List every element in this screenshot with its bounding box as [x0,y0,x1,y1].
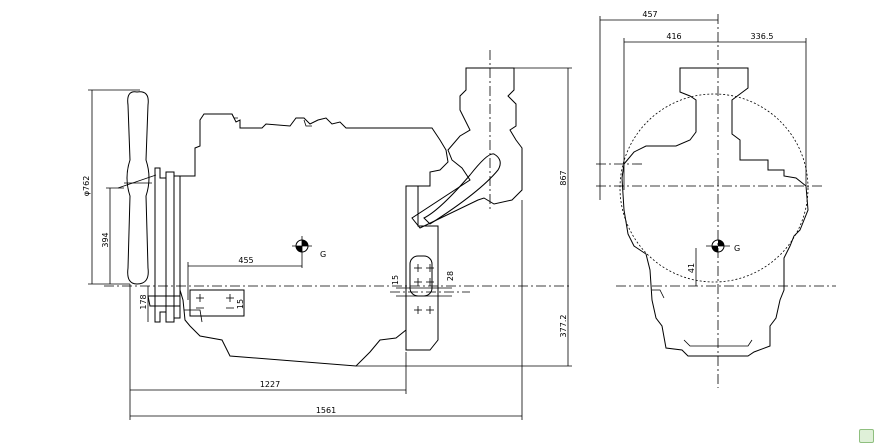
dim-rear-length-label: 1227 [260,380,280,389]
dim-right-width [718,38,807,186]
dim-28-label: 28 [446,271,455,281]
dim-lower-height-label: 377.2 [559,315,568,338]
dim-total-length-label: 1561 [316,406,336,415]
dim-cg-offset [187,262,302,300]
front-pulley [147,167,181,323]
dim-fan-diameter [88,89,140,285]
cg-marker-side [292,236,312,268]
fan-sweep-circle [619,93,809,283]
cg-marker-front [706,239,730,253]
cg-label-side: G [320,250,326,259]
dim-cg-offset-label: 455 [238,256,253,265]
corner-widget-icon[interactable] [859,429,874,443]
dim-fan-diameter-label: φ762 [82,176,91,197]
dim-top-width-label: 457 [642,10,657,19]
dim-total-height-label: 867 [559,170,568,185]
dim-right-width-label: 336.5 [751,32,774,41]
front-engine-outline [621,67,809,357]
front-foot [189,289,245,317]
dim-fan-center-height [106,187,124,284]
front-view: 457 416 336.5 41 G [596,10,836,388]
dim-lower-height [356,286,572,367]
cg-label-front: G [734,244,740,253]
side-view: G φ762 394 455 178 15 15 28 86 [82,50,572,420]
dim-rear-length [129,284,407,420]
dim-15b-label: 15 [391,275,400,285]
fan-blade [117,91,157,285]
dim-cg-height-label: 41 [687,263,696,273]
dim-total-length [130,200,523,420]
front-detail-b [683,339,753,347]
flywheel-housing [396,185,452,351]
dim-left-width-label: 416 [666,32,681,41]
turbo-assembly [411,67,523,229]
dim-left-width [623,38,718,190]
engine-block [179,113,449,367]
dim-178-label: 178 [139,294,148,309]
dim-fan-center-height-label: 394 [101,232,110,247]
dim-total-height [514,67,572,286]
front-detail-a [652,289,665,299]
dim-top-width [599,16,718,200]
dim-15a-label: 15 [236,299,245,309]
